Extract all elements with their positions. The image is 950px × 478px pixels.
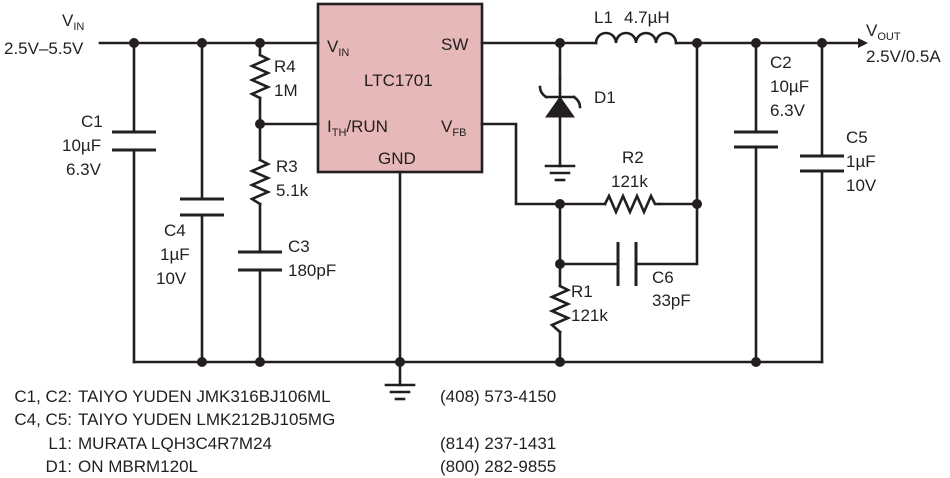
c2-value: 10µF (770, 77, 809, 96)
parts-list-part: TAIYO YUDEN JMK316BJ106ML (78, 387, 331, 406)
vin-range: 2.5V–5.5V (4, 39, 84, 58)
r4-ref: R4 (274, 57, 296, 76)
c6-value: 33pF (652, 291, 691, 310)
parts-list-phone: (408) 573-4150 (440, 387, 556, 406)
ic-pin-ith-run: ITH/RUN (327, 117, 388, 139)
parts-list-phone: (814) 237-1431 (440, 434, 556, 453)
c2-rating: 6.3V (770, 101, 806, 120)
resistor-r2 (603, 192, 661, 216)
parts-list-part: MURATA LQH3C4R7M24 (78, 434, 272, 453)
parts-list-refs: D1: (46, 457, 72, 476)
c5-rating: 10V (846, 176, 877, 195)
r4-value: 1M (274, 81, 298, 100)
parts-list: C1, C2: TAIYO YUDEN JMK316BJ106ML (408) … (14, 387, 556, 476)
c3-ref: C3 (288, 237, 310, 256)
capacitor-c3 (238, 250, 282, 272)
c4-value: 1µF (160, 245, 190, 264)
capacitor-c4 (180, 197, 224, 217)
ground-symbol-main (384, 383, 416, 401)
ic-pin-vfb: VFB (441, 117, 466, 139)
parts-list-refs: C4, C5: (14, 410, 72, 429)
vin-label: VIN (62, 11, 84, 33)
parts-list-refs: L1: (48, 434, 72, 453)
l1-ref: L1 (594, 8, 613, 27)
r1-ref: R1 (571, 282, 593, 301)
c5-ref: C5 (846, 128, 868, 147)
vout-label: VOUT (866, 21, 901, 43)
capacitor-c2 (734, 130, 778, 149)
ic-pin-sw: SW (441, 35, 468, 54)
schottky-diode-d1 (538, 76, 582, 118)
d1-ref: D1 (594, 88, 616, 107)
c6-ref: C6 (652, 268, 674, 287)
inductor-l1 (594, 31, 678, 45)
c4-rating: 10V (156, 269, 187, 288)
c1-rating: 6.3V (66, 160, 102, 179)
l1-value: 4.7µH (624, 8, 670, 27)
ic-pin-vin: VIN (327, 37, 349, 59)
ltc1701-ic-body (316, 2, 484, 174)
c5-value: 1µF (846, 152, 876, 171)
resistor-r4 (248, 53, 272, 100)
c1-ref: C1 (81, 112, 103, 131)
ic-part-label: LTC1701 (364, 71, 433, 90)
r3-value: 5.1k (276, 181, 309, 200)
r3-ref: R3 (276, 157, 298, 176)
resistor-r1 (548, 284, 572, 334)
c1-value: 10µF (62, 136, 101, 155)
parts-list-phone: (800) 282-9855 (440, 457, 556, 476)
parts-list-part: ON MBRM120L (78, 457, 198, 476)
capacitor-c6 (616, 242, 638, 286)
r2-ref: R2 (622, 148, 644, 167)
c4-ref: C4 (164, 221, 186, 240)
ground-symbol-d1 (544, 164, 576, 182)
c2-ref: C2 (770, 53, 792, 72)
capacitor-c5 (800, 154, 844, 173)
resistor-r3 (248, 158, 272, 206)
c3-value: 180pF (288, 261, 336, 280)
r1-value: 121k (571, 306, 608, 325)
parts-list-refs: C1, C2: (14, 387, 72, 406)
r2-value: 121k (611, 172, 648, 191)
vout-arrow (858, 38, 868, 48)
parts-list-part: TAIYO YUDEN LMK212BJ105MG (78, 410, 335, 429)
ic-pin-gnd: GND (378, 149, 416, 168)
capacitor-c1 (112, 130, 156, 152)
junction-dots (129, 38, 827, 367)
vout-rating: 2.5V/0.5A (866, 47, 941, 66)
